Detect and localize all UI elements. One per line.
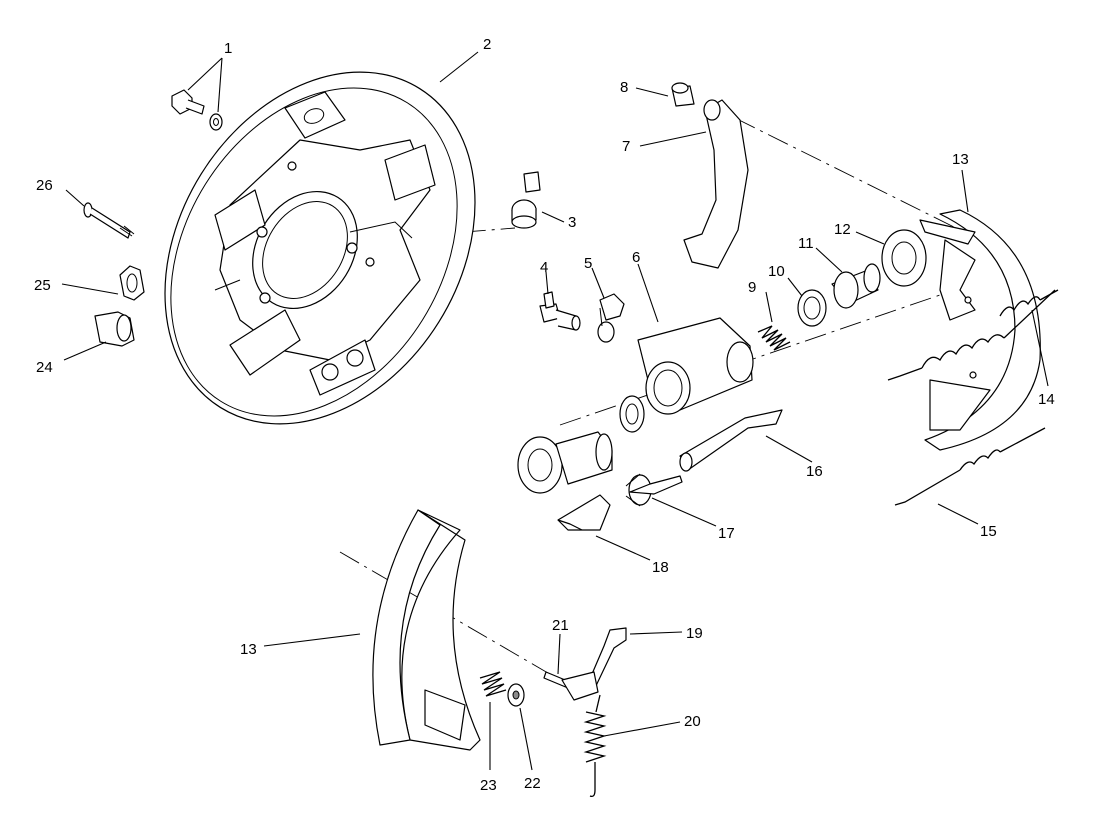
callout-10: 10 xyxy=(768,263,785,280)
callout-1: 1 xyxy=(224,40,232,57)
adjuster-socket xyxy=(557,494,611,531)
callout-17: 17 xyxy=(718,525,735,542)
callout-labels: 1 2 3 4 5 6 7 8 9 10 11 12 13 13 14 15 1… xyxy=(34,36,1055,794)
brake-shoe-lower xyxy=(372,509,481,751)
adjuster-spring xyxy=(583,694,607,798)
leader-lines xyxy=(61,51,1049,771)
boot-cap xyxy=(597,293,625,343)
callout-3: 3 xyxy=(568,214,576,231)
return-springs xyxy=(887,289,1059,381)
callout-23: 23 xyxy=(480,777,497,794)
parking-lever xyxy=(683,99,749,269)
callout-25: 25 xyxy=(34,277,51,294)
callout-5: 5 xyxy=(584,255,592,272)
piston xyxy=(831,263,881,309)
bleeder-screw xyxy=(539,291,581,331)
callout-16: 16 xyxy=(806,463,823,480)
hold-down-spring xyxy=(479,671,507,697)
bolt-and-washer xyxy=(171,89,223,131)
pin xyxy=(671,82,695,107)
callout-12: 12 xyxy=(834,221,851,238)
callout-4: 4 xyxy=(540,259,548,276)
cup xyxy=(797,289,827,327)
callout-7: 7 xyxy=(622,138,630,155)
plug xyxy=(94,311,135,347)
wheel-cylinder xyxy=(637,317,754,415)
adjuster-sleeve xyxy=(679,409,783,472)
brake-shoe-upper xyxy=(919,209,1041,451)
callout-6: 6 xyxy=(632,249,640,266)
callout-13-upper: 13 xyxy=(952,151,969,168)
callout-18: 18 xyxy=(652,559,669,576)
callout-9: 9 xyxy=(748,279,756,296)
callout-21: 21 xyxy=(552,617,569,634)
callout-13-lower: 13 xyxy=(240,641,257,658)
callout-2: 2 xyxy=(483,36,491,53)
long-bolt xyxy=(83,202,135,239)
callout-15: 15 xyxy=(980,523,997,540)
callout-20: 20 xyxy=(684,713,701,730)
callout-14: 14 xyxy=(1038,391,1055,408)
callout-11: 11 xyxy=(798,235,814,252)
backing-plate xyxy=(164,71,476,425)
shoe-pin-bracket xyxy=(543,671,599,701)
callout-8: 8 xyxy=(620,79,628,96)
retainer-washer xyxy=(507,683,525,707)
callout-26: 26 xyxy=(36,177,53,194)
adjuster-lever xyxy=(585,627,627,691)
callout-22: 22 xyxy=(524,775,541,792)
adjuster-wheel xyxy=(625,473,683,507)
cylinder-internals-left xyxy=(517,395,645,494)
grommet xyxy=(119,265,145,301)
boot xyxy=(881,229,927,287)
callout-24: 24 xyxy=(36,359,53,376)
fitting xyxy=(511,171,541,229)
cylinder-spring xyxy=(757,325,791,351)
callout-19: 19 xyxy=(686,625,703,642)
lower-spring xyxy=(894,427,1046,506)
